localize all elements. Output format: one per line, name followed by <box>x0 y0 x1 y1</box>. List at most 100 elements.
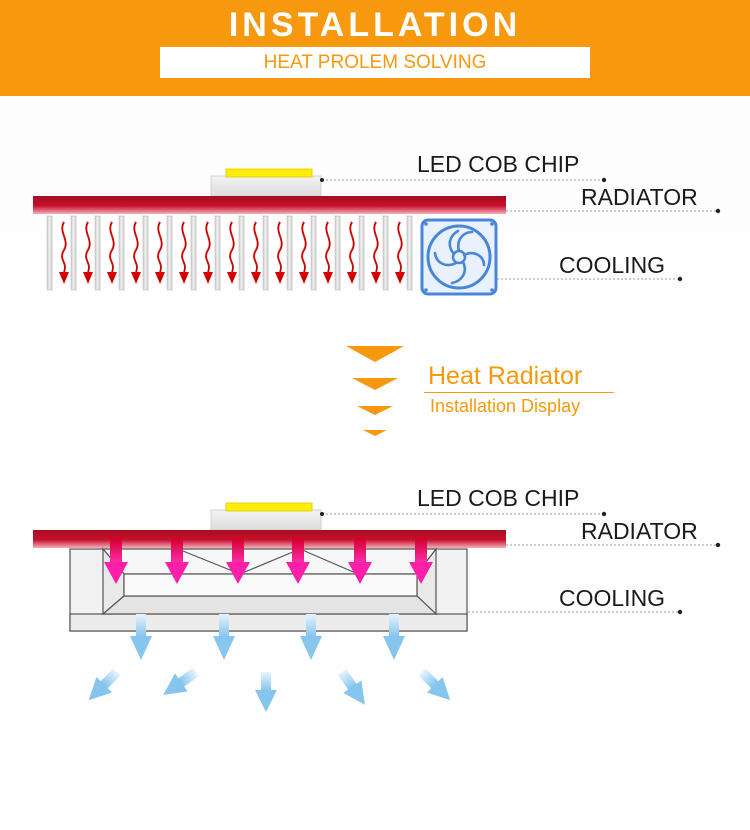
cooling-box <box>69 547 468 632</box>
heat-arrowhead <box>251 272 261 284</box>
leader-lines-2 <box>322 513 718 613</box>
heat-wave <box>85 221 91 273</box>
airflow-diagonal-arrow <box>163 667 199 695</box>
heat-wave <box>205 221 211 273</box>
heat-arrowhead <box>323 272 333 284</box>
heat-arrowhead <box>227 272 237 284</box>
heat-arrowhead <box>395 272 405 284</box>
heat-wave <box>229 221 235 273</box>
heat-arrow-shaft <box>415 538 427 564</box>
radiator-bar-2 <box>33 530 506 548</box>
heat-wave <box>253 221 259 273</box>
heat-wave <box>133 221 139 273</box>
heat-transfer-arrows <box>104 538 433 584</box>
heat-wave <box>277 221 283 273</box>
heat-arrow-head <box>165 562 189 584</box>
heat-flow-arrows <box>59 221 405 284</box>
heatsink-fin <box>94 215 101 291</box>
heat-arrowhead <box>131 272 141 284</box>
heatsink-fin <box>238 215 245 291</box>
heat-wave <box>397 221 403 273</box>
fan-icon <box>420 218 498 296</box>
heatsink-fin <box>118 215 125 291</box>
diagram-stage: LED COB CHIP RADIATOR COOLING Heat Radia… <box>0 96 750 830</box>
leader-lines <box>322 179 718 280</box>
chip-base <box>210 175 322 197</box>
heatsink-fin <box>286 215 293 291</box>
chip-label-top: LED COB CHIP <box>417 151 580 177</box>
installation-diagram <box>33 168 721 712</box>
heat-arrowhead <box>275 272 285 284</box>
heatsink-fin <box>142 215 149 291</box>
heatsink-fin <box>46 215 53 291</box>
heat-arrow-shaft <box>171 538 183 564</box>
page-title: INSTALLATION <box>228 6 522 44</box>
radiator-label-top: RADIATOR <box>581 184 698 210</box>
bottom-assembly <box>33 502 721 712</box>
title-underline <box>424 392 614 393</box>
heat-radiator-title: Heat Radiator <box>428 362 583 390</box>
airflow-arrow-head <box>130 636 152 660</box>
led-cob-chip <box>225 168 313 178</box>
airflow-arrow-shaft <box>389 614 399 638</box>
heatsink-fin <box>382 215 389 291</box>
airflow-arrow-head <box>300 636 322 660</box>
heat-wave <box>301 221 307 273</box>
heat-arrowhead <box>347 272 357 284</box>
heat-arrowhead <box>155 272 165 284</box>
heat-arrow-head <box>226 562 250 584</box>
heat-arrow-shaft <box>232 538 244 564</box>
heat-wave <box>61 221 67 273</box>
heatsink-fins <box>46 215 413 291</box>
heatsink-fin <box>406 215 413 291</box>
heat-arrowhead <box>107 272 117 284</box>
led-cob-chip-2 <box>225 502 313 512</box>
airflow-arrow-head <box>383 636 405 660</box>
heat-arrowhead <box>59 272 69 284</box>
heat-arrow-shaft <box>292 538 304 564</box>
installation-display-subtitle: Installation Display <box>430 396 581 416</box>
heat-arrow-head <box>286 562 310 584</box>
cooling-label-bottom: COOLING <box>559 585 666 611</box>
page-subtitle: HEAT PROLEM SOLVING <box>160 47 590 78</box>
heat-wave <box>181 221 187 273</box>
chip-label-bottom: LED COB CHIP <box>417 485 580 511</box>
heat-wave <box>373 221 379 273</box>
airflow-diagonal-arrow <box>418 668 451 701</box>
heat-arrow-shaft <box>354 538 366 564</box>
cooling-label-top: COOLING <box>559 252 666 278</box>
heatsink-fin <box>166 215 173 291</box>
heatsink-fin <box>310 215 317 291</box>
heatsink-fin <box>262 215 269 291</box>
heat-wave <box>157 221 163 273</box>
heat-arrow-head <box>104 562 128 584</box>
airflow-arrow-shaft <box>306 614 316 638</box>
airflow-diagonal-arrow <box>337 669 365 705</box>
heatsink-fin <box>190 215 197 291</box>
airflow-arrow-head <box>213 636 235 660</box>
heat-arrowhead <box>179 272 189 284</box>
heat-arrow-head <box>348 562 372 584</box>
heat-arrow-shaft <box>110 538 122 564</box>
heatsink-fin <box>358 215 365 291</box>
heat-wave <box>109 221 115 273</box>
radiator-label-bottom: RADIATOR <box>581 518 698 544</box>
airflow-arrow-shaft <box>136 614 146 638</box>
heat-arrowhead <box>299 272 309 284</box>
radiator-bar <box>33 196 506 214</box>
heat-arrowhead <box>371 272 381 284</box>
heat-wave <box>349 221 355 273</box>
heatsink-fin <box>70 215 77 291</box>
header-banner: INSTALLATION HEAT PROLEM SOLVING <box>0 0 750 96</box>
airflow-arrow-shaft <box>219 614 229 638</box>
top-assembly <box>33 168 721 296</box>
heat-arrowhead <box>83 272 93 284</box>
heat-arrow-head <box>409 562 433 584</box>
heat-wave <box>325 221 331 273</box>
airflow-diagonal-arrow <box>255 672 277 712</box>
chip-base-2 <box>210 509 322 531</box>
heat-arrowhead <box>203 272 213 284</box>
heatsink-fin <box>214 215 221 291</box>
heatsink-fin <box>334 215 341 291</box>
down-chevrons <box>346 346 404 436</box>
